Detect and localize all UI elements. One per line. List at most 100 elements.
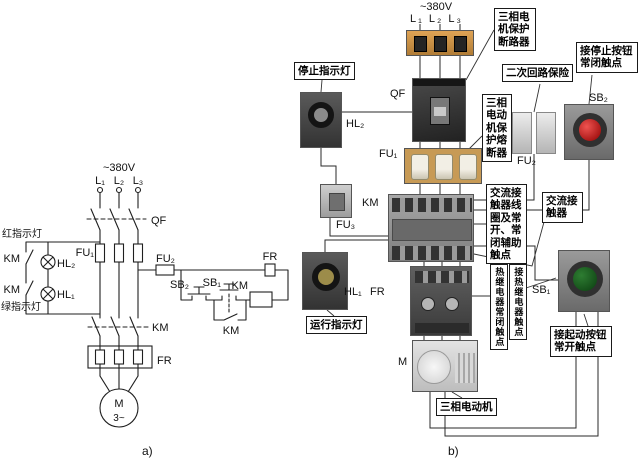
caption-b: b) <box>448 444 459 458</box>
callout-motor-fuse: 三相电动机保护熔断器 <box>482 94 512 162</box>
callout-thermal-connect: 接热继电器触点 <box>509 264 528 340</box>
wiring-hl1-label: HL₁ <box>344 286 362 298</box>
callout-run-light: 运行指示灯 <box>306 316 367 335</box>
terminal-cell <box>434 36 447 52</box>
wiring-km-label: KM <box>362 197 379 209</box>
sch-voltage-label: ~380V <box>103 162 136 174</box>
terminal-strip-photo <box>406 30 474 56</box>
fuse-fu1-symbol <box>113 243 125 263</box>
wiring-fu3-label: FU₃ <box>336 219 356 231</box>
hl2-lens <box>308 102 334 128</box>
fr-element-symbol <box>113 349 125 365</box>
hl1-indicator-photo <box>302 252 348 310</box>
schematic-circuit-lines <box>25 186 289 428</box>
callout-coil-aux: 交流接触器线圈及常开、常闭辅助触点 <box>486 184 527 265</box>
schematic-labels: ~380V L₁ L₂ L₃ QF 红指示灯 KM KM HL₂ HL₁ 绿指示… <box>1 162 277 424</box>
fuse-holder <box>536 112 556 154</box>
fuse-cartridge <box>459 154 477 180</box>
thermal-dial <box>445 297 459 311</box>
wire-hl2-to-fu3 <box>320 148 337 184</box>
wiring-phase-labels: L₁ L₂ L₃ <box>410 13 463 25</box>
phase-lines <box>99 191 139 319</box>
terminal-cell <box>454 36 467 52</box>
fr-element-symbol <box>132 349 144 365</box>
caption-a: a) <box>142 444 153 458</box>
fuse-cartridge <box>435 154 453 180</box>
hl1-lens <box>312 263 340 291</box>
fu3-slot <box>329 193 345 211</box>
wiring-hl2-label: HL₂ <box>346 118 365 130</box>
sch-sb2-label: SB₂ <box>170 279 189 291</box>
phase-terminal-icon <box>115 186 123 194</box>
sch-fu2-label: FU₂ <box>156 253 175 265</box>
hl2-indicator-photo <box>300 92 342 148</box>
phase-terminal-icon <box>134 186 142 194</box>
contactor-terminal-row <box>392 246 472 260</box>
sch-km-label: KM <box>4 284 21 296</box>
sch-km-coil-label: KM <box>232 280 249 292</box>
sch-phase-l2: L₂ <box>114 175 124 187</box>
sch-km-selfhold-label: KM <box>223 325 240 337</box>
terminal-cell <box>414 36 427 52</box>
wiring-qf-label: QF <box>390 88 406 100</box>
motor-fin-body <box>455 353 475 383</box>
qf-toggle <box>430 97 450 125</box>
qf-breaker-photo <box>412 78 466 142</box>
callout-start-button: 接起动按钮常开触点 <box>550 326 612 357</box>
fr-thermal-relay-photo <box>410 266 472 336</box>
fr-nc-contact-symbol <box>264 263 276 277</box>
wire-bottom-loop-2 <box>429 312 577 429</box>
callout-secondary-fuse: 二次回路保险 <box>502 64 573 83</box>
sb2-stop-button-photo <box>564 104 614 160</box>
phase-terminal-icon <box>96 186 104 194</box>
callout-contactor: 交流接触器 <box>542 192 583 223</box>
sch-red-light-label: 红指示灯 <box>2 227 42 240</box>
sch-phase-l3: L₃ <box>133 175 144 187</box>
fr-thermal-box-symbol <box>87 345 153 369</box>
sb2-red-button <box>579 119 601 141</box>
fu3-fuse-photo <box>320 184 352 218</box>
sch-qf-label: QF <box>151 215 167 227</box>
qf-terminal-strip <box>413 79 465 86</box>
sch-hl2-label: HL₂ <box>57 258 75 270</box>
km-selfhold-contact-symbol <box>213 299 247 321</box>
wire-fu3-to-km <box>329 218 388 237</box>
sb1-start-button-photo <box>558 250 610 312</box>
motor-feed-lines <box>99 375 139 393</box>
sb1-start-button-symbol <box>219 283 239 301</box>
motor-end-face <box>417 350 451 384</box>
motor-photo <box>412 340 478 392</box>
sb2-stop-button-symbol <box>187 286 211 301</box>
fu2-fuse-holders-photo <box>512 112 556 154</box>
fuse-cartridge <box>411 154 429 180</box>
sch-sb1-label: SB₁ <box>203 277 222 289</box>
sch-fr-thermal-label: FR <box>157 355 172 367</box>
fuse-fu1-symbol <box>94 243 106 263</box>
callout-stop-button: 接停止按钮常闭触点 <box>576 42 638 73</box>
wiring-sb2-label: SB₂ <box>589 92 608 104</box>
fu1-fuse-block-photo <box>404 148 482 184</box>
sb1-green-button <box>573 267 597 291</box>
fr-element-symbol <box>94 349 106 365</box>
wiring-fr-label: FR <box>370 286 385 298</box>
wiring-sb1-label: SB₁ <box>532 284 551 296</box>
indicator-branch-lines <box>25 241 101 315</box>
sch-fr-label: FR <box>263 251 278 263</box>
contactor-center-band <box>392 219 472 241</box>
sch-km-main-label: KM <box>152 322 169 334</box>
sch-motor-phase-label: 3~ <box>113 413 125 424</box>
callout-thermal-nc: 热继电器常闭触点 <box>490 264 509 350</box>
wiring-m-label: M <box>398 356 408 368</box>
thermal-terminal-row <box>415 271 469 283</box>
qf-lever <box>434 107 446 116</box>
sch-phase-l1: L₁ <box>95 175 105 187</box>
sch-hl1-label: HL₁ <box>57 289 75 301</box>
km-aux-contact-symbol <box>25 249 34 296</box>
sch-green-light-label: 绿指示灯 <box>1 300 41 313</box>
control-circuit-lines <box>137 269 289 301</box>
fuse-fu1-symbol <box>132 243 144 263</box>
callout-stop-light: 停止指示灯 <box>294 62 355 81</box>
thermal-bottom-strip <box>415 323 469 333</box>
sch-fu1-label: FU₁ <box>76 247 95 259</box>
